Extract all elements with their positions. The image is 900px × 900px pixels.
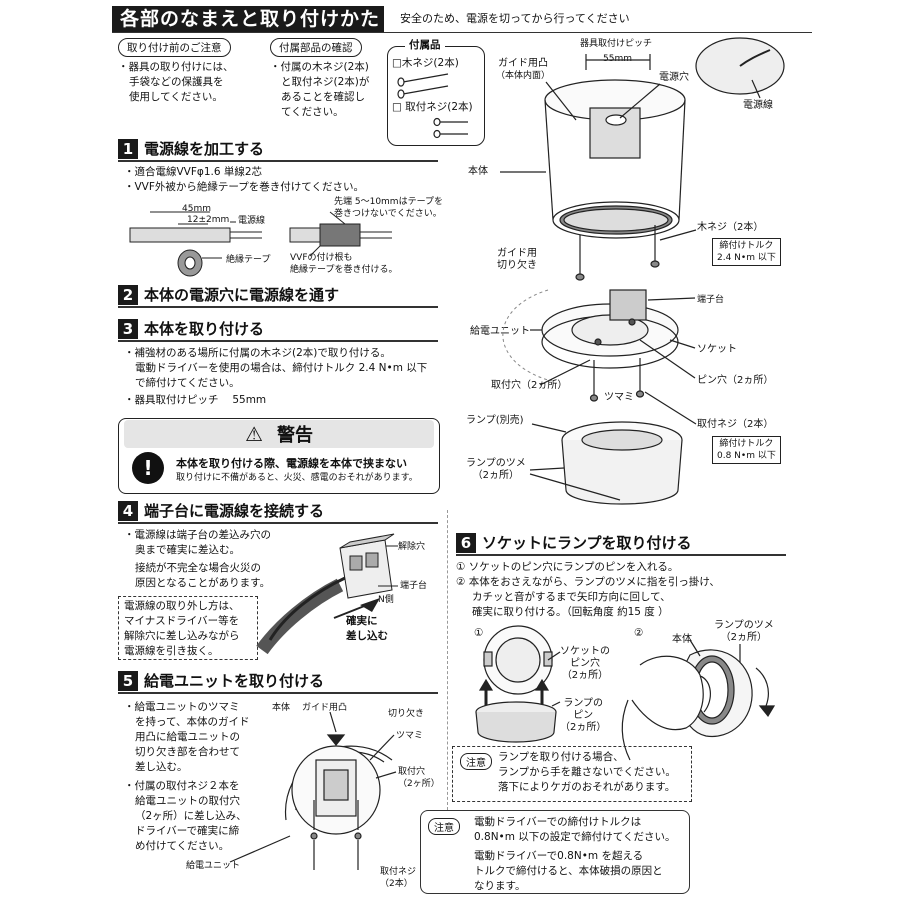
- wood-screw-label: 木ネジ（2本）: [697, 222, 764, 233]
- label-knob-5: ツマミ: [396, 731, 424, 741]
- pin-hole-label: ピン穴（2ヵ所）: [697, 375, 774, 386]
- pinhole-label: ソケットのピン穴（2ヵ所）: [560, 646, 610, 681]
- label-tip: 先端 5～10mmはテープを巻きつけないでください。: [334, 197, 444, 219]
- knob-label: ツマミ: [604, 392, 634, 403]
- release-note-box: 電源線の取り外し方は、 マイナスドライバー等を 解除穴に差し込みながら 電源線を…: [118, 596, 258, 660]
- label-wire: 電源線: [238, 216, 266, 226]
- section-6-rule: [456, 554, 786, 556]
- pre-install-label: 取り付け前のご注意: [118, 38, 231, 57]
- header-divider: [112, 32, 812, 33]
- warning-box: [118, 418, 440, 494]
- body-label: 本体: [468, 166, 488, 177]
- section-1-text: ・適合電線VVFφ1.6 単線2芯 ・VVF外被から絶縁テープを巻き付けてくださ…: [124, 166, 364, 193]
- note-2-tag: 注意: [428, 818, 460, 835]
- power-hole-label: 電源穴: [659, 72, 689, 83]
- step-2-label: ②: [634, 627, 644, 639]
- warning-triangle-icon: ⚠: [245, 422, 263, 446]
- label-release-hole: 解除穴: [398, 542, 426, 552]
- socket-label: ソケット: [697, 344, 737, 355]
- warning-header: ⚠ 警告: [124, 420, 434, 448]
- label-holes-5: 取付穴（2ヶ所）: [398, 767, 440, 789]
- mount-hole-label: 取付穴（2ヵ所）: [491, 380, 568, 391]
- page-title: 各部のなまえと取り付けかた: [112, 6, 384, 32]
- section-5-rule: [118, 692, 438, 694]
- lamp-claw-label: ランプのツメ（2ヵ所）: [466, 458, 526, 481]
- note-2-text: 電動ドライバーでの締付けトルクは 0.8N•m 以下の設定で締付けてください。 …: [474, 816, 676, 892]
- power-wire-label: 電源線: [743, 100, 773, 111]
- note-1-tag: 注意: [460, 753, 492, 770]
- wood-screw-item: □木ネジ(2本): [392, 57, 459, 69]
- accessory-check-label: 付属部品の確認: [270, 38, 362, 57]
- column-divider: [447, 510, 448, 810]
- label-root: VVFの付け根も絶縁テープを巻き付ける。: [290, 253, 398, 275]
- section-4-rule: [118, 522, 438, 524]
- guide-notch-label: ガイド用切り欠き: [497, 248, 537, 271]
- lamp-label: ランプ(別売): [466, 415, 524, 426]
- note-2-box: [420, 810, 690, 894]
- dim-12: 12±2mm: [187, 215, 230, 225]
- pitch-label: 器具取付けピッチ: [580, 39, 653, 49]
- note-1-box: [452, 746, 692, 802]
- guide-label: ガイド用凸（本体内面）: [496, 58, 551, 81]
- dim-45: 45mm: [182, 204, 211, 214]
- body-label-6: 本体: [672, 634, 692, 645]
- label-notch-5: 切り欠き: [388, 709, 425, 719]
- mount-screw-label: 取付ネジ（2本）: [697, 419, 774, 430]
- warning-title: 警告: [276, 425, 313, 446]
- section-3-rule: [118, 340, 438, 342]
- exclamation-icon: !: [132, 452, 164, 484]
- accessory-check-text: ・付属の木ネジ(2本) と取付ネジ(2本)が あることを確認し てください。: [270, 61, 370, 118]
- warning-main: 本体を取り付ける際、電源線を本体で挟まない: [176, 457, 407, 470]
- label-n-side: N側: [378, 595, 394, 605]
- label-body-5: 本体: [272, 703, 291, 713]
- label-screws-5: 取付ネジ（2本）: [380, 867, 417, 889]
- warning-sub: 取り付けに不備があると、火災、感電のおそれがあります。: [176, 473, 418, 483]
- label-guide-5: ガイド用凸: [302, 703, 348, 713]
- accessories-title: 付属品: [405, 38, 445, 53]
- claw-label: ランプのツメ（2ヵ所）: [714, 620, 774, 643]
- section-5-text: ・給電ユニットのツマミ を持って、本体のガイド 用凸に給電ユニットの 切り欠き部…: [124, 701, 250, 852]
- note-1-text: ランプを取り付ける場合、 ランプから手を離さないでください。 落下によりケガのお…: [498, 751, 676, 793]
- label-unit-5: 給電ユニット: [186, 861, 241, 871]
- label-terminal: 端子台: [400, 581, 428, 591]
- pitch-value: 55mm: [603, 54, 632, 64]
- section-1-rule: [118, 160, 438, 162]
- mount-screw-item: □ 取付ネジ(2本): [392, 101, 473, 113]
- section-4-text: ・電源線は端子台の差込み穴の 奥まで確実に差込む。 接続が不完全な場合火災の 原…: [124, 529, 271, 589]
- terminal-label: 端子台: [697, 295, 725, 305]
- step-1-label: ①: [474, 627, 484, 639]
- label-tape: 絶縁テープ: [226, 255, 271, 265]
- safety-note: 安全のため、電源を切ってから行ってください: [400, 12, 630, 25]
- section-3-text: ・補強材のある場所に付属の木ネジ(2本)で取り付ける。 電動ドライバーを使用の場…: [124, 347, 428, 406]
- section-6-text: ① ソケットのピン穴にランプのピンを入れる。 ② 本体をおさえながら、ランプのツ…: [456, 561, 720, 618]
- section-2-rule: [118, 306, 438, 308]
- label-insert: 確実に差し込む: [346, 615, 388, 642]
- pre-install-text: ・器具の取り付けには、 手袋などの保護具を 使用してください。: [118, 61, 234, 103]
- unit-label: 給電ユニット: [470, 326, 530, 337]
- pin-label: ランプのピン（2ヵ所）: [560, 698, 607, 733]
